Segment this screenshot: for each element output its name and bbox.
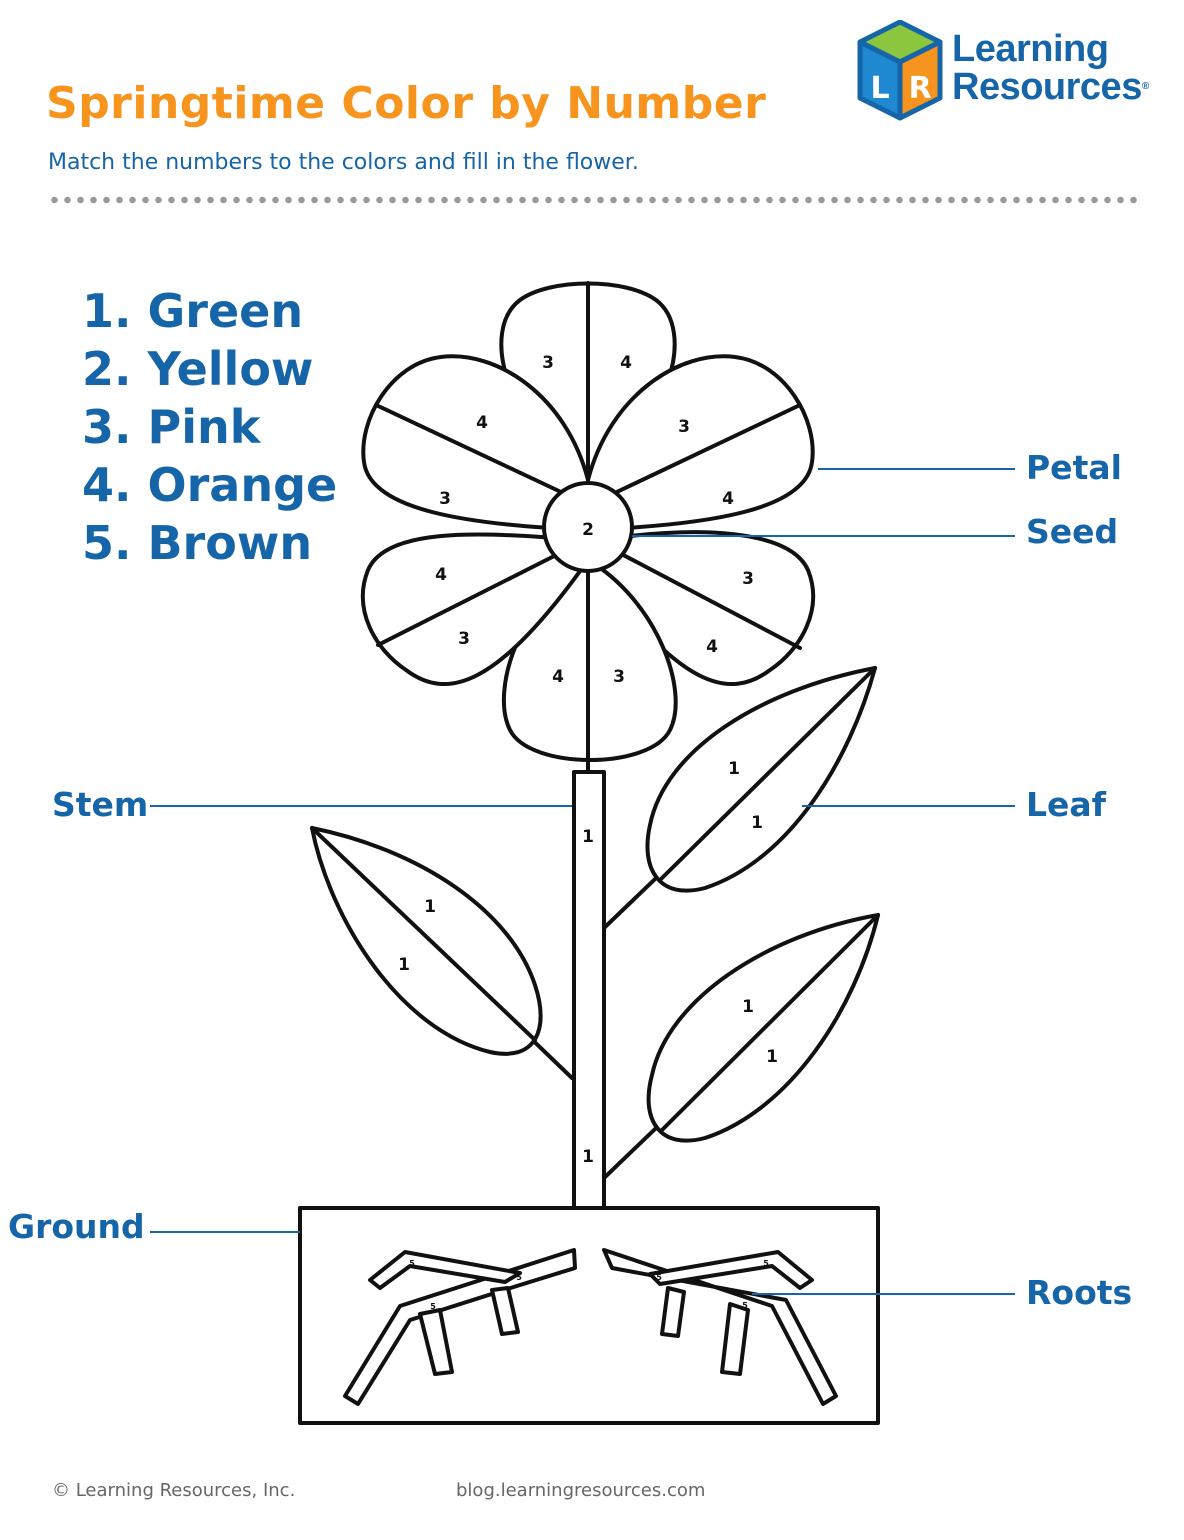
registered-mark: ® xyxy=(1141,81,1149,92)
region-number: 5 xyxy=(516,1273,522,1282)
region-number: 5 xyxy=(430,1302,436,1311)
region-number: 3 xyxy=(678,417,690,437)
cube-letter-r: R xyxy=(908,71,931,106)
petal-lower-right[interactable] xyxy=(586,530,816,687)
region-number: 1 xyxy=(424,897,436,917)
petal-lower-left[interactable] xyxy=(360,532,590,687)
region-number: 3 xyxy=(439,489,451,509)
region-number: 2 xyxy=(582,520,594,540)
region-number: 4 xyxy=(552,667,564,687)
learning-resources-logo: L R xyxy=(857,20,943,121)
region-number: 1 xyxy=(398,955,410,975)
page-title: Springtime Color by Number xyxy=(46,78,767,129)
label-roots: Roots xyxy=(1026,1273,1132,1312)
petal-upper-left[interactable] xyxy=(361,354,590,532)
footer-url[interactable]: blog.learningresources.com xyxy=(456,1480,706,1501)
leaf-upper-right[interactable] xyxy=(645,666,877,893)
label-ground: Ground xyxy=(8,1207,145,1246)
region-number: 1 xyxy=(766,1047,778,1067)
color-key-item-pink: 3. Pink xyxy=(82,400,261,454)
region-number: 1 xyxy=(751,813,763,833)
region-number: 1 xyxy=(742,997,754,1017)
label-leaf: Leaf xyxy=(1026,785,1107,824)
label-petal: Petal xyxy=(1026,448,1122,487)
label-stem: Stem xyxy=(52,785,148,824)
region-number: 4 xyxy=(706,637,718,657)
region-number: 5 xyxy=(409,1259,415,1268)
color-key-item-brown: 5. Brown xyxy=(82,516,313,570)
region-number: 3 xyxy=(458,629,470,649)
region-number: 1 xyxy=(728,759,740,779)
leaf-lower-right[interactable] xyxy=(646,913,880,1143)
region-number: 5 xyxy=(742,1301,748,1310)
color-key-item-orange: 4. Orange xyxy=(82,458,338,512)
region-number: 4 xyxy=(435,565,447,585)
region-number: 4 xyxy=(620,353,632,373)
page-subtitle: Match the numbers to the colors and fill… xyxy=(48,150,639,175)
region-number: 3 xyxy=(542,353,554,373)
dotted-divider xyxy=(48,196,1138,204)
stem[interactable] xyxy=(572,770,606,1284)
region-number: 3 xyxy=(742,569,754,589)
region-number: 4 xyxy=(476,413,488,433)
region-number: 5 xyxy=(763,1259,769,1268)
roots[interactable] xyxy=(343,1248,838,1406)
color-key-item-yellow: 2. Yellow xyxy=(82,342,314,396)
region-number: 1 xyxy=(582,827,594,847)
footer-copyright: © Learning Resources, Inc. xyxy=(52,1480,296,1501)
color-key-item-green: 1. Green xyxy=(82,284,304,338)
petal-upper-right[interactable] xyxy=(586,354,815,532)
brand-line-1: Learning xyxy=(952,28,1109,70)
region-number: 1 xyxy=(582,1147,594,1167)
cube-letter-l: L xyxy=(870,71,889,106)
region-number: 5 xyxy=(656,1273,662,1282)
label-seed: Seed xyxy=(1026,512,1118,551)
cube-icon: L R xyxy=(857,20,943,121)
region-number: 4 xyxy=(722,489,734,509)
brand-wordmark: Learning Resources® xyxy=(952,30,1149,106)
color-key: 1. Green 2. Yellow 3. Pink 4. Orange 5. … xyxy=(82,282,337,572)
region-number: 3 xyxy=(613,667,625,687)
leaf-left[interactable] xyxy=(310,826,543,1056)
seed-center[interactable] xyxy=(542,481,634,573)
brand-line-2: Resources xyxy=(952,66,1142,108)
